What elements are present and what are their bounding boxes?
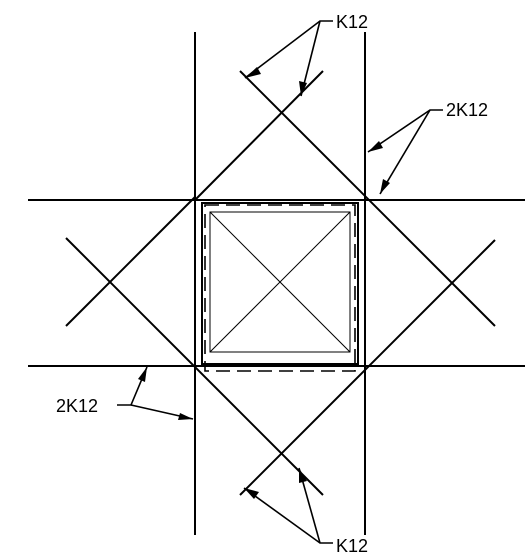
leader-lower-left-2k12 [117, 366, 194, 420]
label-top-k12: K12 [336, 12, 368, 32]
leader-top-k12 [244, 20, 333, 97]
leader-bottom-k12 [243, 467, 333, 544]
label-bottom-k12: K12 [336, 536, 368, 556]
leader-upper-right-2k12 [367, 109, 443, 195]
label-upper-right-2k12: 2K12 [446, 100, 488, 120]
opening-inner-frame [209, 211, 351, 353]
diagonal-bar-left-lower [65, 196, 196, 327]
diagonal-bar-lower-left [65, 237, 324, 496]
dashed-outline [204, 204, 356, 372]
opening-outer-frame [201, 202, 359, 365]
label-lower-left-2k12: 2K12 [56, 396, 98, 416]
opening-cross-line-2 [209, 211, 351, 353]
diagonal-bar-lower-right [239, 239, 496, 496]
